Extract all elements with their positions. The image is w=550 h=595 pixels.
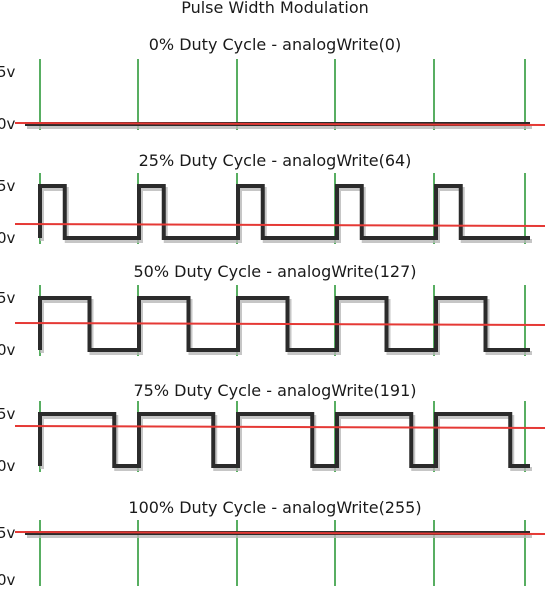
average-voltage-line (14, 531, 546, 535)
high-level-label: 5v (0, 405, 16, 423)
panel-title: 100% Duty Cycle - analogWrite(255) (128, 498, 421, 517)
low-level-label: 0v (0, 115, 16, 133)
low-level-label: 0v (0, 571, 16, 589)
high-level-label: 5v (0, 177, 16, 195)
pwm-waveform (38, 412, 530, 468)
high-level-label: 5v (0, 63, 16, 81)
low-level-label: 0v (0, 341, 16, 359)
panel-title: 25% Duty Cycle - analogWrite(64) (139, 151, 412, 170)
pwm-waveform (38, 184, 530, 240)
panel-title: 0% Duty Cycle - analogWrite(0) (149, 35, 401, 54)
panel-title: 75% Duty Cycle - analogWrite(191) (133, 381, 416, 400)
pwm-waveform (38, 296, 530, 352)
high-level-label: 5v (0, 524, 16, 542)
average-voltage-line (14, 425, 546, 429)
panel-title: 50% Duty Cycle - analogWrite(127) (133, 262, 416, 281)
low-level-label: 0v (0, 229, 16, 247)
average-voltage-line (14, 322, 546, 326)
average-voltage-line (14, 223, 546, 227)
average-voltage-line (14, 122, 546, 126)
high-level-label: 5v (0, 289, 16, 307)
waveform-shadow (40, 187, 532, 243)
low-level-label: 0v (0, 457, 16, 475)
diagram-title: Pulse Width Modulation (181, 0, 369, 17)
